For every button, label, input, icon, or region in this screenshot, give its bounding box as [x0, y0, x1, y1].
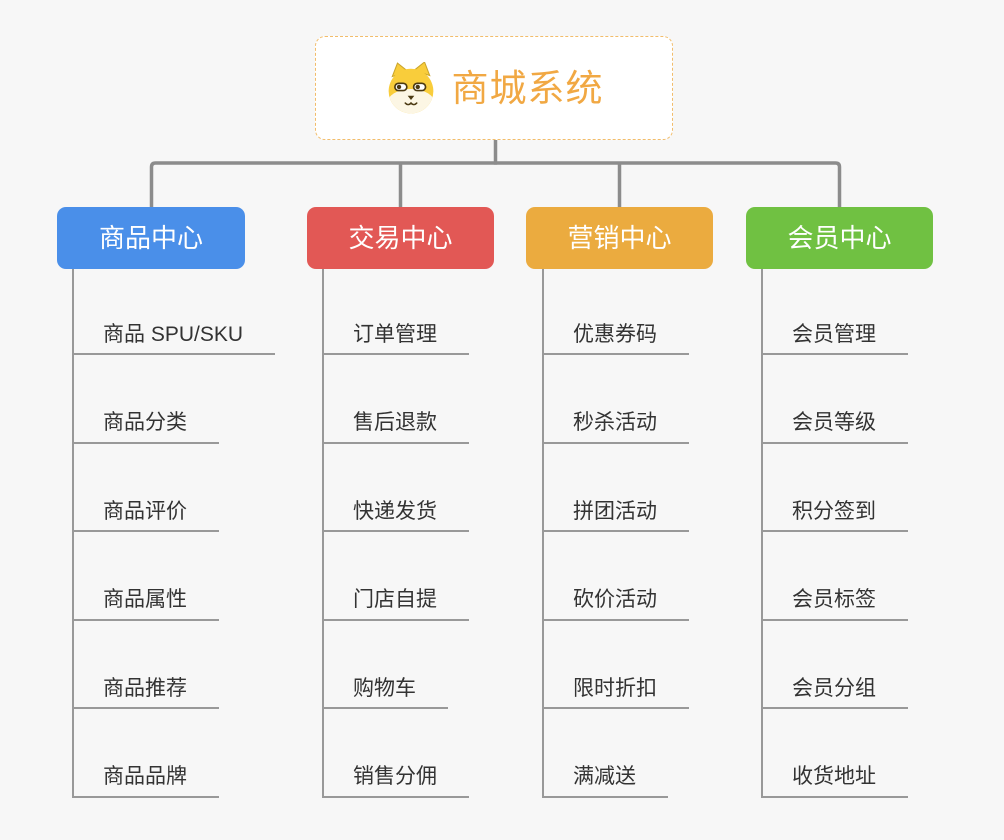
branch-node-marketing-center[interactable]: 营销中心: [526, 207, 713, 269]
leaf-node[interactable]: 商品推荐: [72, 621, 219, 709]
leaf-node[interactable]: 会员标签: [761, 532, 908, 621]
leaf-node[interactable]: 优惠券码: [542, 267, 689, 355]
leaf-node[interactable]: 购物车: [322, 621, 448, 709]
branch-node-member-center[interactable]: 会员中心: [746, 207, 933, 269]
leaf-node[interactable]: 满减送: [542, 709, 668, 798]
dog-icon: [388, 62, 433, 114]
branch-label: 营销中心: [567, 223, 672, 253]
leaf-node[interactable]: 会员等级: [761, 355, 908, 444]
leaf-node[interactable]: 限时折扣: [542, 621, 689, 709]
leaf-node[interactable]: 拼团活动: [542, 444, 689, 532]
leaf-node[interactable]: 商品评价: [72, 444, 219, 532]
leaf-node[interactable]: 商品 SPU/SKU: [72, 267, 276, 355]
leaf-node[interactable]: 商品属性: [72, 532, 219, 621]
item-column-product-center: 商品 SPU/SKU 商品分类 商品评价 商品属性 商品推荐 商品品牌: [72, 267, 276, 798]
branch-label: 商品中心: [98, 223, 203, 253]
leaf-node[interactable]: 会员分组: [761, 621, 908, 709]
root-node-mall-system[interactable]: 商城系统: [315, 36, 673, 140]
leaf-node[interactable]: 商品品牌: [72, 709, 219, 798]
branch-node-product-center[interactable]: 商品中心: [57, 207, 245, 269]
item-column-member-center: 会员管理 会员等级 积分签到 会员标签 会员分组 收货地址: [761, 267, 908, 798]
leaf-node[interactable]: 售后退款: [322, 355, 469, 444]
leaf-node[interactable]: 销售分佣: [322, 709, 469, 798]
branch-label: 会员中心: [787, 223, 892, 253]
leaf-node[interactable]: 快递发货: [322, 444, 469, 532]
item-column-marketing-center: 优惠券码 秒杀活动 拼团活动 砍价活动 限时折扣 满减送: [542, 267, 689, 798]
item-column-trade-center: 订单管理 售后退款 快递发货 门店自提 购物车 销售分佣: [322, 267, 469, 798]
leaf-node[interactable]: 门店自提: [322, 532, 469, 621]
leaf-node[interactable]: 商品分类: [72, 355, 219, 444]
root-title: 商城系统: [451, 67, 604, 109]
connector-main-rail: [149, 161, 842, 207]
branch-label: 交易中心: [348, 223, 453, 253]
leaf-node[interactable]: 收货地址: [761, 709, 908, 798]
leaf-node[interactable]: 会员管理: [761, 267, 908, 355]
leaf-node[interactable]: 秒杀活动: [542, 355, 689, 444]
leaf-node[interactable]: 订单管理: [322, 267, 469, 355]
leaf-node[interactable]: 砍价活动: [542, 532, 689, 621]
branch-node-trade-center[interactable]: 交易中心: [307, 207, 494, 269]
leaf-node[interactable]: 积分签到: [761, 444, 908, 532]
